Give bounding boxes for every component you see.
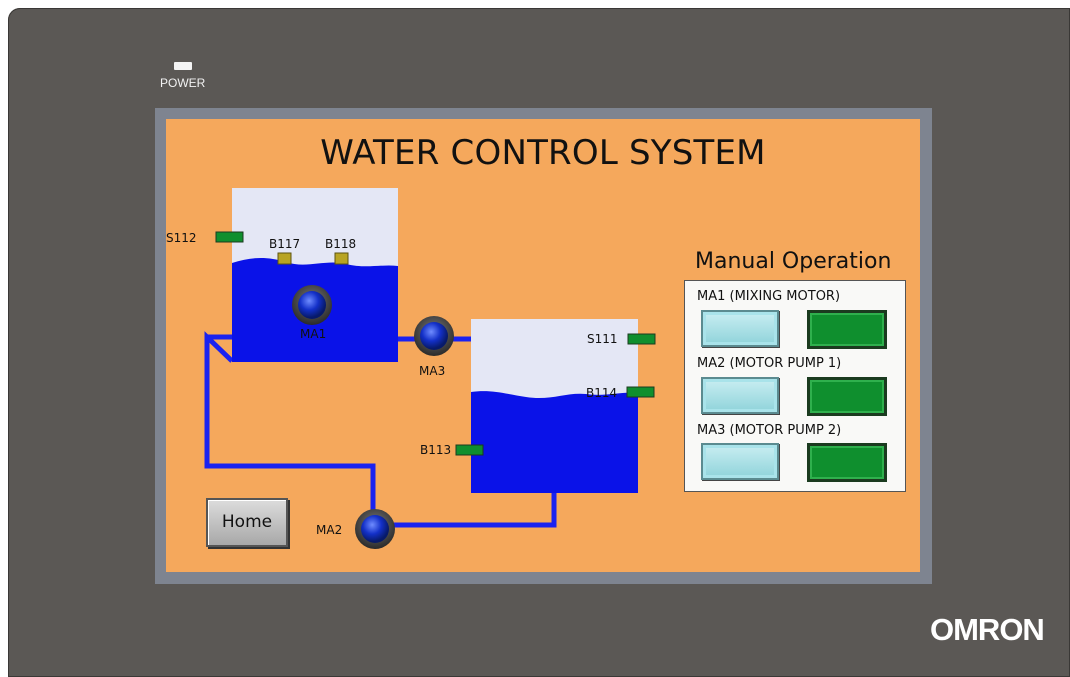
ma2-manual-button[interactable] [701,377,779,414]
sensor-b118-indicator [334,252,349,265]
sensor-b113-indicator [455,444,484,456]
label-b114: B114 [586,386,617,400]
sensor-s111-indicator [627,333,656,345]
power-led-indicator [174,62,192,70]
sensor-s112-indicator [215,231,244,243]
motor-ma1-icon[interactable] [292,285,332,325]
label-b117: B117 [269,237,300,251]
label-s112: S112 [166,231,197,245]
manual-operation-title: Manual Operation [695,249,892,274]
manual-operation-panel: MA1 (MIXING MOTOR) MA2 (MOTOR PUMP 1) MA… [684,280,906,492]
tank-1 [232,188,398,362]
ma1-manual-label: MA1 (MIXING MOTOR) [697,289,841,304]
ma2-status-indicator [807,377,887,416]
pump-ma3-icon[interactable] [414,316,454,356]
ma3-manual-button[interactable] [701,443,779,480]
omron-logo: OMRON [930,612,1045,647]
ma3-manual-label: MA3 (MOTOR PUMP 2) [697,423,842,438]
ma2-manual-label: MA2 (MOTOR PUMP 1) [697,356,842,371]
tank-2 [471,319,638,493]
hmi-screen: WATER CONTROL SYSTEM [166,119,920,572]
process-diagram: S112 B117 B118 MA1 MA3 MA2 S111 B114 B11… [166,188,656,549]
label-ma1: MA1 [300,327,326,341]
label-ma2: MA2 [316,523,342,537]
sensor-b117-indicator [277,252,292,265]
ma1-manual-button[interactable] [701,310,779,347]
label-b118: B118 [325,237,356,251]
tank-2-water [471,391,638,493]
ma1-status-indicator [807,310,887,349]
page-title: WATER CONTROL SYSTEM [320,133,766,173]
home-button[interactable]: Home [206,498,288,547]
label-s111: S111 [587,332,618,346]
power-label: POWER [160,76,206,90]
label-ma3: MA3 [419,364,445,378]
pump-ma2-icon[interactable] [355,509,395,549]
sensor-b114-indicator [626,386,655,398]
ma3-status-indicator [807,443,887,482]
label-b113: B113 [420,443,451,457]
